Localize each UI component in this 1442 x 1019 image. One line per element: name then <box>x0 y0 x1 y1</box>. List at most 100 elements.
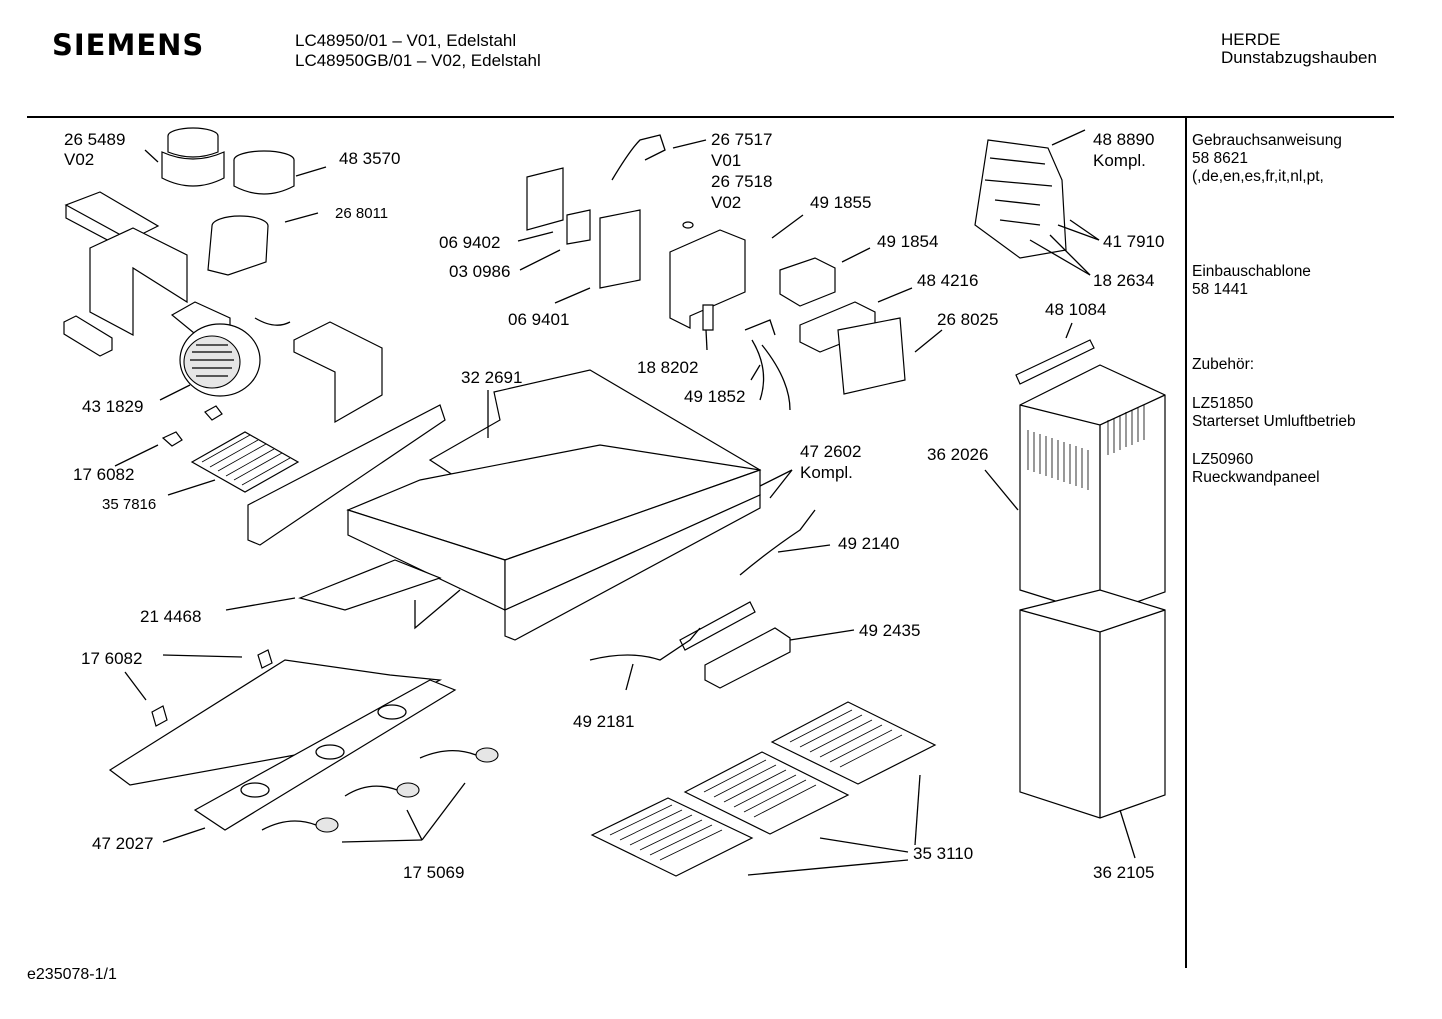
lower-chimney-drawing <box>1019 589 1166 819</box>
model-designation: LC48950/01 – V01, Edelstahl LC48950GB/01… <box>295 31 541 71</box>
part-label: 35 3110 <box>913 844 973 863</box>
part-label: 47 2602 <box>800 442 861 461</box>
part-label: Kompl. <box>1093 151 1146 170</box>
lamp-hole-drawing <box>240 782 270 798</box>
lamp-hole-drawing <box>315 744 345 760</box>
clip-drawing <box>151 705 168 727</box>
part-label: 49 1855 <box>810 193 871 212</box>
clip-drawing <box>257 649 273 669</box>
manual-info: Gebrauchsanweisung 58 8621 (,de,en,es,fr… <box>1192 132 1342 186</box>
part-label: 43 1829 <box>82 397 143 416</box>
category-line-1: HERDE <box>1221 30 1281 49</box>
clip-drawing <box>161 431 183 447</box>
halogen-lamp-drawing <box>261 747 499 833</box>
part-label: 48 4216 <box>917 271 978 290</box>
chimney-bracket-drawing <box>1015 339 1095 385</box>
sidebar-divider <box>1185 118 1187 968</box>
electronics-cover-drawing <box>669 229 746 329</box>
part-label: 48 3570 <box>339 149 400 168</box>
brand-logo: SIEMENS <box>52 28 205 62</box>
lower-cover-drawing <box>108 659 443 786</box>
connector-drawing <box>566 209 591 245</box>
part-label: 49 2181 <box>573 712 634 731</box>
power-cable-drawing <box>611 134 666 181</box>
part-label: 06 9401 <box>508 310 569 329</box>
wiring-harness-drawing <box>744 319 791 411</box>
side-bracket-drawing <box>293 321 383 424</box>
part-label: 48 1084 <box>1045 300 1106 319</box>
template-number: 58 1441 <box>1192 281 1249 298</box>
part-label: 47 2027 <box>92 834 153 853</box>
accessory-2-name: Rueckwandpaneel <box>1192 469 1320 486</box>
nut-drawing <box>682 221 694 229</box>
small-angle-drawing <box>63 315 113 357</box>
manual-number: 58 8621 <box>1192 150 1249 167</box>
drawing-id: e235078-1/1 <box>27 966 117 983</box>
part-label: 36 2105 <box>1093 863 1154 882</box>
clip-drawing <box>204 405 223 421</box>
duct-reducer-drawing <box>161 127 225 187</box>
part-label: Kompl. <box>800 463 853 482</box>
part-label: 03 0986 <box>449 262 510 281</box>
cable-set-drawing <box>589 627 701 661</box>
part-label: 17 6082 <box>81 649 142 668</box>
part-label: 35 7816 <box>102 496 156 513</box>
upper-chimney-drawing <box>1019 364 1166 616</box>
part-label: 26 8011 <box>335 205 388 222</box>
switch-block-drawing <box>599 209 641 289</box>
carbon-filters-drawing <box>590 701 937 877</box>
header-divider <box>27 116 1394 118</box>
model-line-2: LC48950GB/01 – V02, Edelstahl <box>295 51 541 70</box>
part-label: 17 5069 <box>403 863 464 882</box>
part-label: 06 9402 <box>439 233 500 252</box>
control-module-drawing <box>974 139 1067 259</box>
part-label: 26 5489 <box>64 130 125 149</box>
accessory-1: LZ51850 Starterset Umluftbetrieb <box>1192 395 1356 431</box>
part-label: 26 7518 <box>711 172 772 191</box>
grease-filter-drawing <box>190 431 300 493</box>
terminal-block-drawing <box>526 167 564 231</box>
relay-drawing <box>779 257 836 307</box>
part-label: 49 1852 <box>684 387 745 406</box>
part-label: 26 7517 <box>711 130 772 149</box>
product-category: HERDE Dunstabzugshauben <box>1221 31 1377 67</box>
starter-drawing <box>702 304 714 331</box>
light-cover-drawing <box>837 317 906 395</box>
part-label: 49 2140 <box>838 534 899 553</box>
part-label: 18 2634 <box>1093 271 1154 290</box>
part-label: 41 7910 <box>1103 232 1164 251</box>
accessories-title: Zubehör: <box>1192 356 1255 373</box>
part-label: 18 8202 <box>637 358 698 377</box>
manual-languages: (,de,en,es,fr,it,nl,pt, <box>1192 168 1324 185</box>
accessory-2-code: LZ50960 <box>1192 451 1254 468</box>
control-cable-drawing <box>739 509 816 576</box>
bottom-plate-drawing <box>298 559 442 611</box>
manual-title: Gebrauchsanweisung <box>1192 132 1342 149</box>
model-line-1: LC48950/01 – V01, Edelstahl <box>295 31 517 50</box>
accessory-1-code: LZ51850 <box>1192 395 1254 412</box>
part-label: 36 2026 <box>927 445 988 464</box>
part-label: V02 <box>711 193 741 212</box>
part-number-labels: 26 5489 V02 48 3570 26 8011 26 7517 V01 … <box>64 130 1164 882</box>
part-label: 49 1854 <box>877 232 938 251</box>
lamp-hole-drawing <box>377 704 407 720</box>
rail-drawing <box>414 589 461 630</box>
housing-panel-drawing <box>89 227 188 337</box>
template-info: Einbauschablone 58 1441 <box>1192 263 1311 299</box>
part-label: V02 <box>64 150 94 169</box>
hood-body-drawing <box>346 369 762 611</box>
front-panel-drawing <box>504 494 761 641</box>
part-label: 49 2435 <box>859 621 920 640</box>
exploded-parts-diagram: 26 5489 V02 48 3570 26 8011 26 7517 V01 … <box>63 127 1166 882</box>
accessory-1-name: Starterset Umluftbetrieb <box>1192 413 1356 430</box>
leader-lines <box>114 129 1136 876</box>
part-label: 26 8025 <box>937 310 998 329</box>
accessory-2: LZ50960 Rueckwandpaneel <box>1192 451 1320 487</box>
part-label: 21 4468 <box>140 607 201 626</box>
side-rail-drawing <box>247 404 446 546</box>
duct-adapter-drawing <box>207 215 269 276</box>
control-panel-drawing <box>704 627 791 689</box>
lamp-tray-drawing <box>193 679 457 831</box>
template-title: Einbauschablone <box>1192 263 1311 280</box>
control-bracket-drawing <box>679 601 756 651</box>
